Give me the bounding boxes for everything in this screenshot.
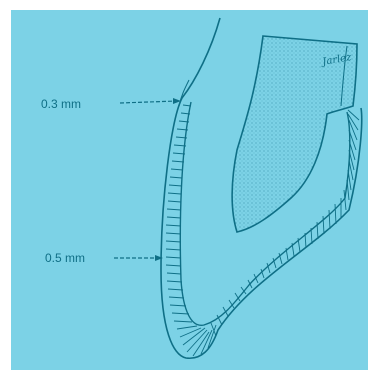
label-upper-thickness: 0.3 mm <box>41 97 81 111</box>
leader-upper <box>120 101 177 103</box>
tooth-diagram: 0.3 mm 0.5 mm Jarlez <box>11 10 368 370</box>
restoration-insert <box>232 36 357 232</box>
diagram-panel: 0.3 mm 0.5 mm Jarlez <box>11 10 368 370</box>
label-lower-thickness: 0.5 mm <box>45 251 85 265</box>
